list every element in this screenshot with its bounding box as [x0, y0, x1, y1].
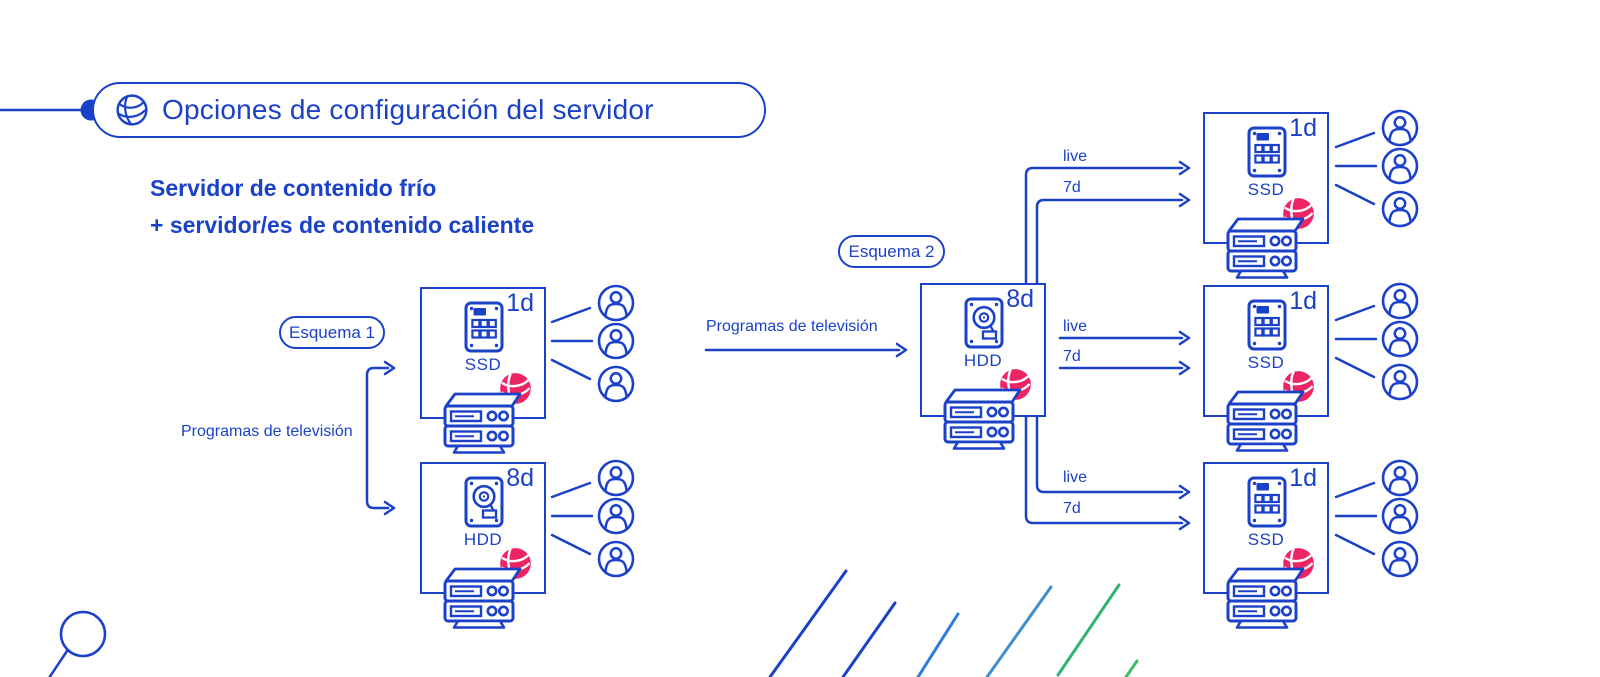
- storage-type-label: SSD: [1247, 353, 1285, 372]
- server-box-scheme2-ssd-top: 1d SSD: [1203, 112, 1329, 244]
- hdd-icon: [964, 297, 1004, 349]
- server-box-scheme2-ssd-bottom: 1d SSD: [1203, 462, 1329, 594]
- scheme1-source-label: Programas de televisión: [181, 423, 353, 440]
- user-icon: [596, 458, 636, 498]
- server-box-scheme1-hdd: 8d HDD: [420, 462, 546, 594]
- server-rack-icon: [1224, 215, 1308, 279]
- server-rack-icon: [441, 565, 525, 629]
- hdd-icon: [464, 476, 504, 528]
- link-7d-label: 7d: [1063, 179, 1081, 196]
- link-live-label: live: [1063, 318, 1088, 335]
- user-icon: [596, 321, 636, 361]
- server-box-scheme1-ssd: 1d SSD: [420, 287, 546, 419]
- link-live-label: live: [1063, 469, 1088, 486]
- scheme2-top-arrows: [1024, 160, 1191, 285]
- server-rack-icon: [941, 386, 1025, 450]
- page-title-pill: Opciones de configuración del servidor: [92, 82, 766, 138]
- user-icon: [1380, 319, 1420, 359]
- scheme2-badge: Esquema 2: [838, 235, 945, 268]
- server-rack-icon: [441, 390, 525, 454]
- scheme1-badge: Esquema 1: [279, 316, 385, 349]
- storage-type-label: HDD: [463, 530, 503, 549]
- scheme2-source-label: Programas de televisión: [706, 318, 878, 335]
- retention-label: 1d: [506, 289, 534, 317]
- server-box-scheme2-ssd-middle: 1d SSD: [1203, 285, 1329, 417]
- scheme2-bottom-arrows: [1024, 415, 1191, 531]
- storage-type-label: HDD: [963, 351, 1003, 370]
- user-icon: [596, 283, 636, 323]
- user-icon: [1380, 189, 1420, 229]
- magnifier-icon: [48, 610, 107, 677]
- user-icon: [596, 539, 636, 579]
- user-icon: [1380, 108, 1420, 148]
- ssd-icon: [464, 301, 504, 353]
- link-live-label: live: [1063, 148, 1088, 165]
- retention-label: 1d: [1289, 464, 1317, 492]
- yarn-globe-icon: [115, 93, 149, 127]
- user-icon: [1380, 362, 1420, 402]
- scheme1-branch-arrows: [365, 360, 396, 516]
- subtitle-line1: Servidor de contenido frío: [150, 175, 437, 201]
- storage-type-label: SSD: [464, 355, 502, 374]
- subtitle: Servidor de contenido frío + servidor/es…: [150, 170, 534, 244]
- retention-label: 1d: [1289, 287, 1317, 315]
- scheme2-input-arrow: [704, 342, 908, 358]
- user-icon: [1380, 146, 1420, 186]
- server-rack-icon: [1224, 565, 1308, 629]
- link-7d-label: 7d: [1063, 500, 1081, 517]
- user-icon: [1380, 281, 1420, 321]
- retention-label: 1d: [1289, 114, 1317, 142]
- ssd-icon: [1247, 299, 1287, 351]
- server-box-scheme2-origin-hdd: 8d HDD: [920, 283, 1046, 417]
- page-title: Opciones de configuración del servidor: [162, 94, 654, 125]
- retention-label: 8d: [506, 464, 534, 492]
- retention-label: 8d: [1006, 285, 1034, 313]
- link-7d-label: 7d: [1063, 348, 1081, 365]
- user-icon: [1380, 458, 1420, 498]
- decorative-diagonal-lines: [768, 569, 1139, 677]
- ssd-icon: [1247, 126, 1287, 178]
- user-icon: [1380, 539, 1420, 579]
- user-icon: [596, 364, 636, 404]
- storage-type-label: SSD: [1247, 530, 1285, 549]
- ssd-icon: [1247, 476, 1287, 528]
- user-icon: [1380, 496, 1420, 536]
- server-rack-icon: [1224, 388, 1308, 452]
- title-leader-line: [0, 99, 102, 121]
- user-icon: [596, 496, 636, 536]
- storage-type-label: SSD: [1247, 180, 1285, 199]
- subtitle-line2: + servidor/es de contenido caliente: [150, 212, 535, 238]
